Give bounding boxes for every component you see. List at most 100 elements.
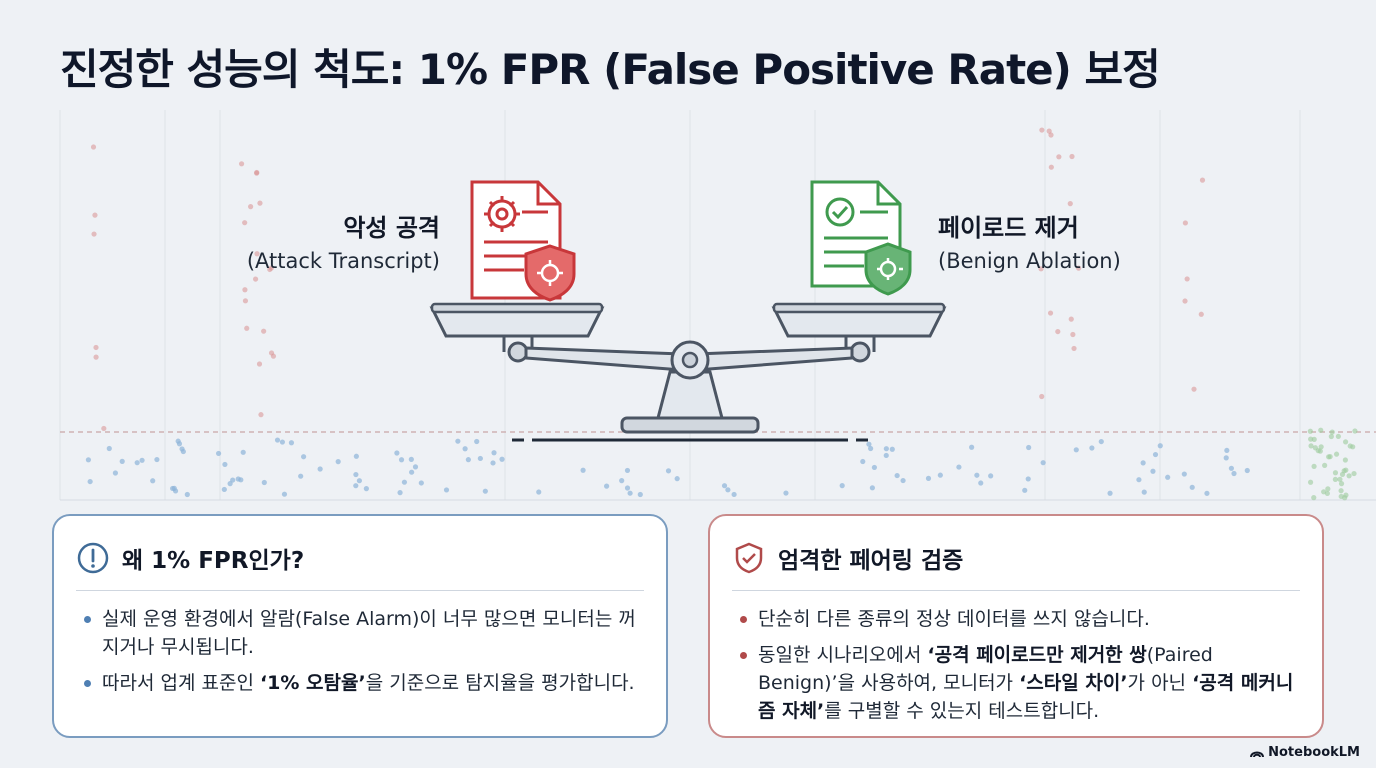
background-dot (491, 450, 497, 456)
background-dot (235, 476, 241, 482)
background-dot (1332, 476, 1338, 483)
background-dot (139, 457, 145, 463)
pairing-bullet-2-part-1: 동일한 시나리오에서 (758, 644, 928, 666)
background-dot (401, 479, 408, 485)
background-dot (868, 445, 874, 452)
benign-label-group: 페이로드 제거 (Benign Ablation) (938, 208, 1121, 273)
background-dot (1333, 451, 1340, 457)
brand-name: NotebookLM (1268, 745, 1360, 760)
benign-label: 페이로드 제거 (938, 214, 1079, 242)
list-item: 따라서 업계 표준인 ‘1% 오탐율’을 기준으로 탐지율을 평가합니다. (76, 669, 644, 697)
background-dot (1076, 265, 1082, 271)
background-dot (1199, 177, 1206, 183)
background-dot (721, 483, 728, 489)
background-dot (1038, 266, 1044, 272)
background-dot (871, 464, 878, 471)
background-dot (222, 461, 228, 468)
why-card-divider (76, 590, 644, 591)
background-dot (1067, 201, 1073, 207)
page-title: 진정한 성능의 척도: 1% FPR (False Positive Rate)… (60, 45, 1161, 94)
background-dot (180, 448, 186, 455)
background-dot (1181, 471, 1187, 477)
background-dot (1338, 488, 1344, 494)
background-dot (1351, 470, 1357, 477)
background-dot (257, 200, 263, 206)
background-dot (1141, 489, 1147, 495)
background-dot (242, 287, 248, 293)
background-dot (1332, 470, 1339, 476)
background-dot (1338, 481, 1345, 487)
pairing-bullet-2-bold-2: ‘스타일 차이’ (1019, 672, 1128, 694)
background-dot (1056, 154, 1062, 160)
background-dot (1308, 436, 1314, 442)
background-dot (1022, 487, 1028, 493)
background-dot (1069, 153, 1075, 160)
background-dot (1040, 460, 1046, 466)
why-bullet-2-post: 을 기준으로 탐지율을 평가합니다. (365, 672, 635, 694)
background-dot (1347, 443, 1353, 449)
pairing-card-bullets: 단순히 다른 종류의 정상 데이터를 쓰지 않습니다. 동일한 시나리오에서 ‘… (732, 605, 1300, 725)
background-dot (398, 457, 405, 463)
background-dot (244, 325, 250, 331)
background-dot (482, 488, 488, 494)
background-dot (150, 478, 156, 484)
background-dot (1311, 463, 1317, 469)
shield-icon (864, 242, 912, 296)
background-dot (988, 473, 994, 479)
pairing-bullet-2-part-2: (Paired Benign)’을 사용하여, 모니터가 (758, 644, 1213, 694)
notebooklm-logo-icon (1250, 751, 1265, 757)
background-dot (1228, 465, 1234, 471)
background-dot (1224, 447, 1230, 454)
background-dot (242, 298, 249, 304)
background-dot (1152, 451, 1159, 458)
background-dot (978, 480, 984, 486)
background-dot (1322, 462, 1328, 468)
background-dot (627, 490, 633, 496)
pairing-bullet-2-bold-3: ‘공격 메커니즘 자체’ (758, 672, 1294, 722)
background-dot (397, 490, 403, 496)
background-dot (1346, 473, 1352, 479)
background-dot (900, 477, 906, 484)
background-dot (169, 485, 176, 492)
background-dot (1337, 476, 1343, 482)
background-dot (443, 487, 450, 493)
background-dot (87, 478, 93, 485)
background-dot (1150, 468, 1156, 474)
background-dot (937, 472, 943, 478)
background-dot (1026, 444, 1032, 451)
pairing-bullet-1: 단순히 다른 종류의 정상 데이터를 쓰지 않습니다. (758, 608, 1150, 630)
why-1-percent-fpr-card: 왜 1% FPR인가? 실제 운영 환경에서 알람(False Alarm)이 … (52, 514, 668, 738)
background-dot (1039, 127, 1045, 133)
background-dot (240, 449, 246, 455)
background-dot (580, 467, 586, 473)
shield-check-icon (735, 542, 763, 574)
background-dot (1321, 489, 1327, 495)
background-dot (1184, 276, 1190, 282)
background-dot (93, 344, 99, 351)
background-dot (1328, 433, 1334, 440)
background-dot (317, 466, 323, 472)
background-dot (1182, 220, 1188, 226)
background-dot (261, 328, 267, 334)
background-dot (1046, 128, 1052, 134)
background-dot (725, 487, 731, 493)
pairing-card-title: 엄격한 페어링 검증 (778, 548, 964, 574)
background-dot (1070, 331, 1076, 338)
background-dot (455, 438, 461, 444)
list-item: 동일한 시나리오에서 ‘공격 페이로드만 제거한 쌍(Paired Benign… (732, 641, 1300, 725)
background-dot (301, 454, 307, 460)
background-dot (1189, 484, 1195, 490)
exclamation-circle-icon (77, 542, 109, 574)
background-dot (1223, 455, 1229, 461)
background-dot (281, 491, 288, 497)
background-dot (883, 446, 889, 452)
check-circle-icon (825, 197, 855, 227)
background-dot (1342, 439, 1349, 445)
why-bullet-2-emphasis: ‘1% 오탐율’ (259, 672, 366, 694)
background-dot (119, 458, 125, 464)
background-dot (1107, 490, 1113, 496)
pairing-card-divider (732, 590, 1300, 591)
background-dot (477, 455, 483, 462)
why-card-bullets: 실제 운영 환경에서 알람(False Alarm)이 너무 많으면 모니터는 … (76, 605, 644, 697)
background-dot (1071, 345, 1077, 352)
